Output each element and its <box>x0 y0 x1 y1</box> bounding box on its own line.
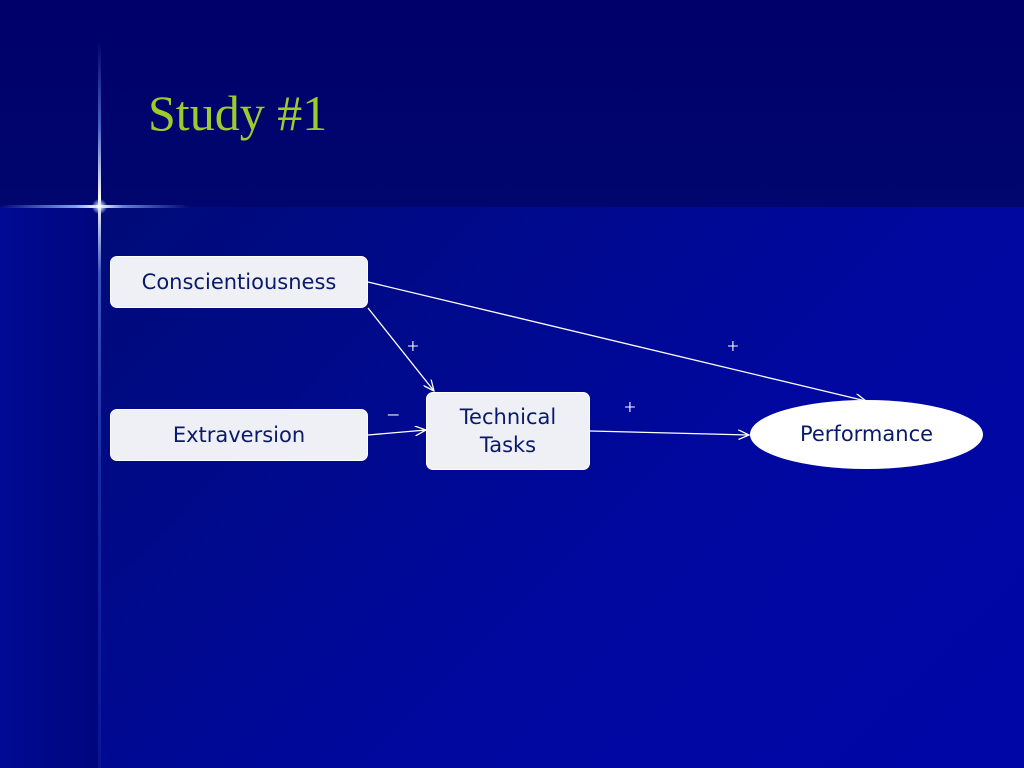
slide-title: Study #1 <box>148 85 328 141</box>
edge-sign-conscientiousness-technical: + <box>407 334 419 358</box>
header-band <box>0 0 1024 207</box>
flare-vertical-line <box>98 40 101 768</box>
edge-sign-technical-performance: + <box>624 395 636 419</box>
node-conscientiousness-label: Conscientiousness <box>141 269 337 294</box>
node-technical-tasks-label-line1: Technical <box>459 404 557 429</box>
node-performance: Performance <box>750 400 983 469</box>
edge-technical-to-performance <box>589 431 749 435</box>
edge-conscientiousness-to-technical <box>367 307 434 391</box>
node-performance-label: Performance <box>799 422 934 447</box>
node-extraversion-label: Extraversion <box>172 422 306 447</box>
left-band <box>0 207 100 768</box>
node-conscientiousness: Conscientiousness <box>110 256 368 308</box>
edge-sign-conscientiousness-performance: + <box>727 334 739 358</box>
edge-sign-extraversion-technical: – <box>388 401 399 425</box>
node-extraversion: Extraversion <box>110 409 368 461</box>
node-technical-tasks: Technical Tasks <box>426 392 590 470</box>
node-technical-tasks-label-line2: Tasks <box>479 433 537 457</box>
flare-star-icon <box>92 199 107 214</box>
edge-extraversion-to-technical <box>367 430 426 435</box>
edge-conscientiousness-to-performance <box>367 281 866 401</box>
